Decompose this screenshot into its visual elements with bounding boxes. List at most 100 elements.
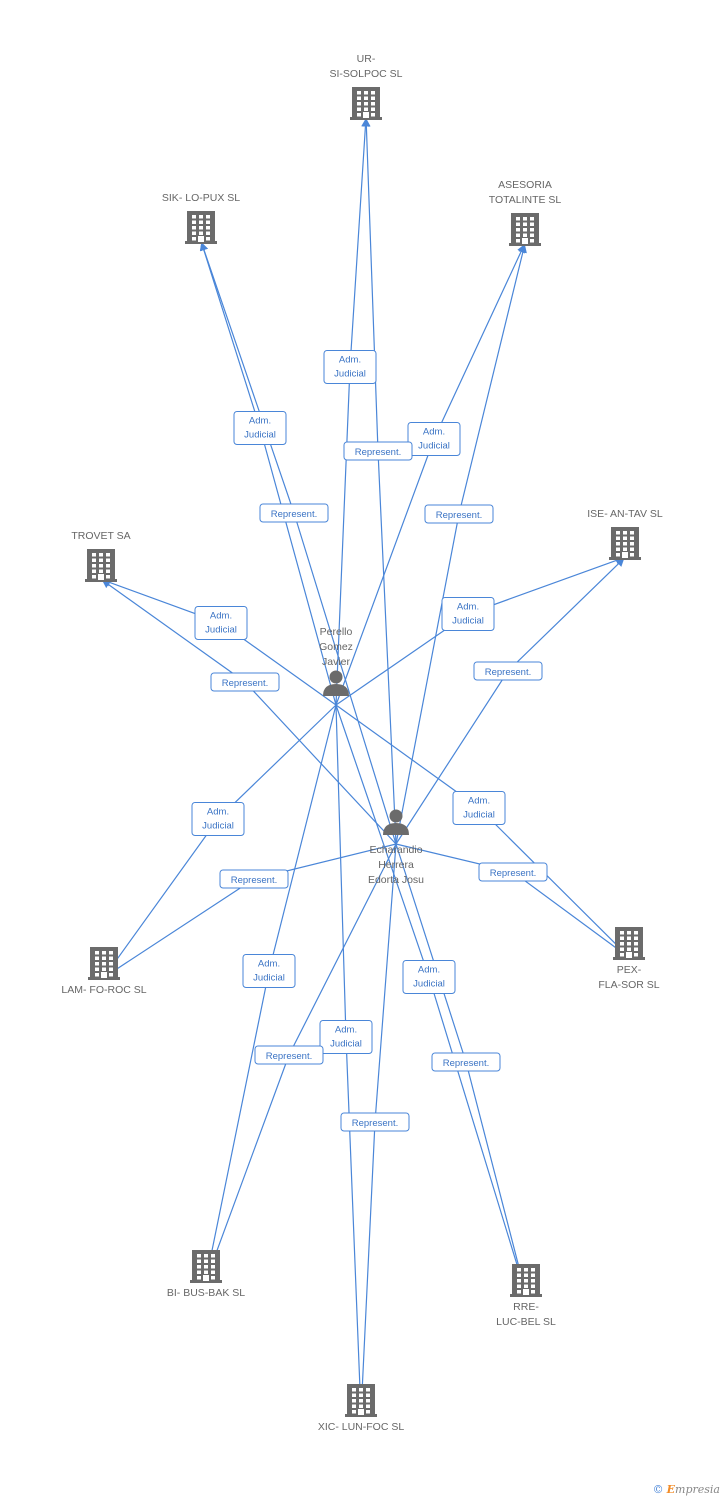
- edge-label-text: Adm.: [335, 1025, 357, 1036]
- company-node-bi[interactable]: BI- BUS-BAK SL: [167, 1250, 245, 1299]
- edge-label-text: Judicial: [418, 441, 450, 452]
- edge-label-text: Judicial: [452, 616, 484, 627]
- node-label-line: Perello: [320, 626, 353, 638]
- edge-label-text: Adm.: [468, 796, 490, 807]
- company-node-rre[interactable]: RRE- LUC-BEL SL: [496, 1264, 556, 1328]
- node-label-line: BI- BUS-BAK SL: [167, 1287, 245, 1299]
- node-label-line: XIC- LUN-FOC SL: [318, 1421, 405, 1433]
- edge-echarandio-ases: [395, 244, 527, 845]
- building-icon: [509, 213, 541, 246]
- edge-label-perello-bi[interactable]: Adm.Judicial: [242, 954, 296, 988]
- edge-echarandio-ur: [362, 118, 397, 845]
- edge-label-perello-ise[interactable]: Adm. Judicial: [441, 597, 495, 631]
- company-node-sik[interactable]: SIK- LO-PUX SL: [162, 192, 240, 244]
- copyright-symbol: ©: [652, 1483, 664, 1496]
- edge-label-perello-trovet[interactable]: Adm. Judicial: [194, 606, 248, 640]
- node-label-line: RRE-: [513, 1301, 539, 1313]
- company-node-ise[interactable]: ISE- AN-TAV SL: [587, 508, 663, 560]
- edge-label-echarandio-ur[interactable]: Represent.: [343, 441, 413, 461]
- edge-label-perello-ur[interactable]: Adm. Judicial: [323, 350, 377, 384]
- edge-label-text: Represent.: [490, 868, 536, 879]
- node-label-line: Herrera: [378, 859, 414, 871]
- edge-label-perello-ases[interactable]: Adm. Judicial: [407, 422, 461, 456]
- node-label-line: LUC-BEL SL: [496, 1316, 556, 1328]
- edge-echarandio-ise: [395, 558, 625, 845]
- node-label-line: Gomez: [319, 641, 353, 653]
- nodes-layer: UR-SI-SOLPOC SL SIK- LO-PUX SL ASESORIA TOT…: [61, 53, 662, 1433]
- company-node-pex[interactable]: PEX-FLA-SOR SL: [598, 927, 660, 991]
- node-label-line: Javier: [322, 656, 351, 668]
- edge-label-text: Judicial: [244, 430, 276, 441]
- company-node-ases[interactable]: ASESORIA TOTALINTE SL: [489, 179, 562, 246]
- edge-label-text: Adm.: [210, 611, 232, 622]
- edge-perello-xic: [335, 704, 365, 1413]
- edge-label-echarandio-xic[interactable]: Represent.: [340, 1112, 410, 1132]
- edge-label-text: Adm.: [249, 416, 271, 427]
- edge-label-echarandio-lam[interactable]: Represent.: [219, 869, 289, 889]
- edge-label-echarandio-ases[interactable]: Represent.: [424, 504, 494, 524]
- brand-name: mpresia: [675, 1483, 720, 1496]
- edge-label-text: Adm.: [423, 427, 445, 438]
- edge-label-echarandio-rre[interactable]: Represent.: [431, 1052, 501, 1072]
- node-label-line: TOTALINTE SL: [489, 194, 562, 206]
- edge-echarandio-pex: [395, 843, 628, 957]
- building-icon: [609, 527, 641, 560]
- node-label-line: ASESORIA: [498, 179, 552, 191]
- edge-label-text: Represent.: [266, 1051, 312, 1062]
- edge-label-text: Represent.: [271, 509, 317, 520]
- edge-label-perello-rre[interactable]: Adm.Judicial: [402, 960, 456, 994]
- building-icon: [88, 947, 120, 980]
- edge-label-text: Adm.: [207, 807, 229, 818]
- edge-label-echarandio-sik[interactable]: Represent.: [259, 503, 329, 523]
- edge-label-text: Judicial: [463, 810, 495, 821]
- edge-label-echarandio-pex[interactable]: Represent.: [478, 862, 548, 882]
- building-icon: [350, 87, 382, 120]
- edge-label-perello-sik[interactable]: Adm. Judicial: [233, 411, 287, 445]
- edge-label-echarandio-trovet[interactable]: Represent.: [210, 672, 280, 692]
- company-node-trovet[interactable]: TROVET SA: [71, 530, 131, 582]
- edge-label-text: Represent.: [231, 875, 277, 886]
- node-label-line: SI-SOLPOC SL: [330, 68, 403, 80]
- edge-label-text: Represent.: [443, 1058, 489, 1069]
- node-label-line: Edorta Josu: [368, 874, 424, 886]
- edge-label-echarandio-bi[interactable]: Represent.: [254, 1045, 324, 1065]
- building-icon: [185, 211, 217, 244]
- edge-label-text: Represent.: [222, 678, 268, 689]
- edge-label-perello-xic[interactable]: Adm.Judicial: [319, 1020, 373, 1054]
- edge-label-text: Judicial: [205, 625, 237, 636]
- edge-perello-bi: [203, 704, 337, 1279]
- person-icon: [383, 809, 409, 835]
- edge-label-text: Adm.: [339, 355, 361, 366]
- building-icon: [345, 1384, 377, 1417]
- building-icon: [85, 549, 117, 582]
- edge-label-text: Represent.: [352, 1118, 398, 1129]
- edge-label-text: Judicial: [202, 821, 234, 832]
- edge-perello-ur: [335, 118, 370, 706]
- edge-label-text: Represent.: [436, 510, 482, 521]
- edge-label-text: Judicial: [334, 369, 366, 380]
- edge-label-text: Adm.: [457, 602, 479, 613]
- node-label-line: LAM- FO-ROC SL: [61, 984, 146, 996]
- node-label-line: TROVET SA: [71, 530, 130, 542]
- edge-label-perello-pex[interactable]: Adm. Judicial: [452, 791, 506, 825]
- brand-initial: E: [666, 1483, 676, 1496]
- edge-echarandio-trovet: [101, 579, 397, 845]
- node-label-line: Echarandio: [369, 844, 422, 856]
- company-node-xic[interactable]: XIC- LUN-FOC SL: [318, 1384, 405, 1433]
- node-label-line: ISE- AN-TAV SL: [587, 508, 663, 520]
- company-node-lam[interactable]: LAM- FO-ROC SL: [61, 947, 147, 996]
- edge-label-perello-lam[interactable]: Adm. Judicial: [191, 802, 245, 836]
- building-icon: [613, 927, 645, 960]
- edge-label-echarandio-ise[interactable]: Represent.: [473, 661, 543, 681]
- edges-layer: [101, 118, 629, 1413]
- node-label-line: PEX-: [617, 964, 642, 976]
- brand-footer: ©Empresia: [653, 1483, 720, 1496]
- edge-label-text: Adm.: [418, 965, 440, 976]
- company-node-ur[interactable]: UR-SI-SOLPOC SL: [330, 53, 403, 120]
- building-icon: [190, 1250, 222, 1283]
- edge-label-text: Judicial: [253, 973, 285, 984]
